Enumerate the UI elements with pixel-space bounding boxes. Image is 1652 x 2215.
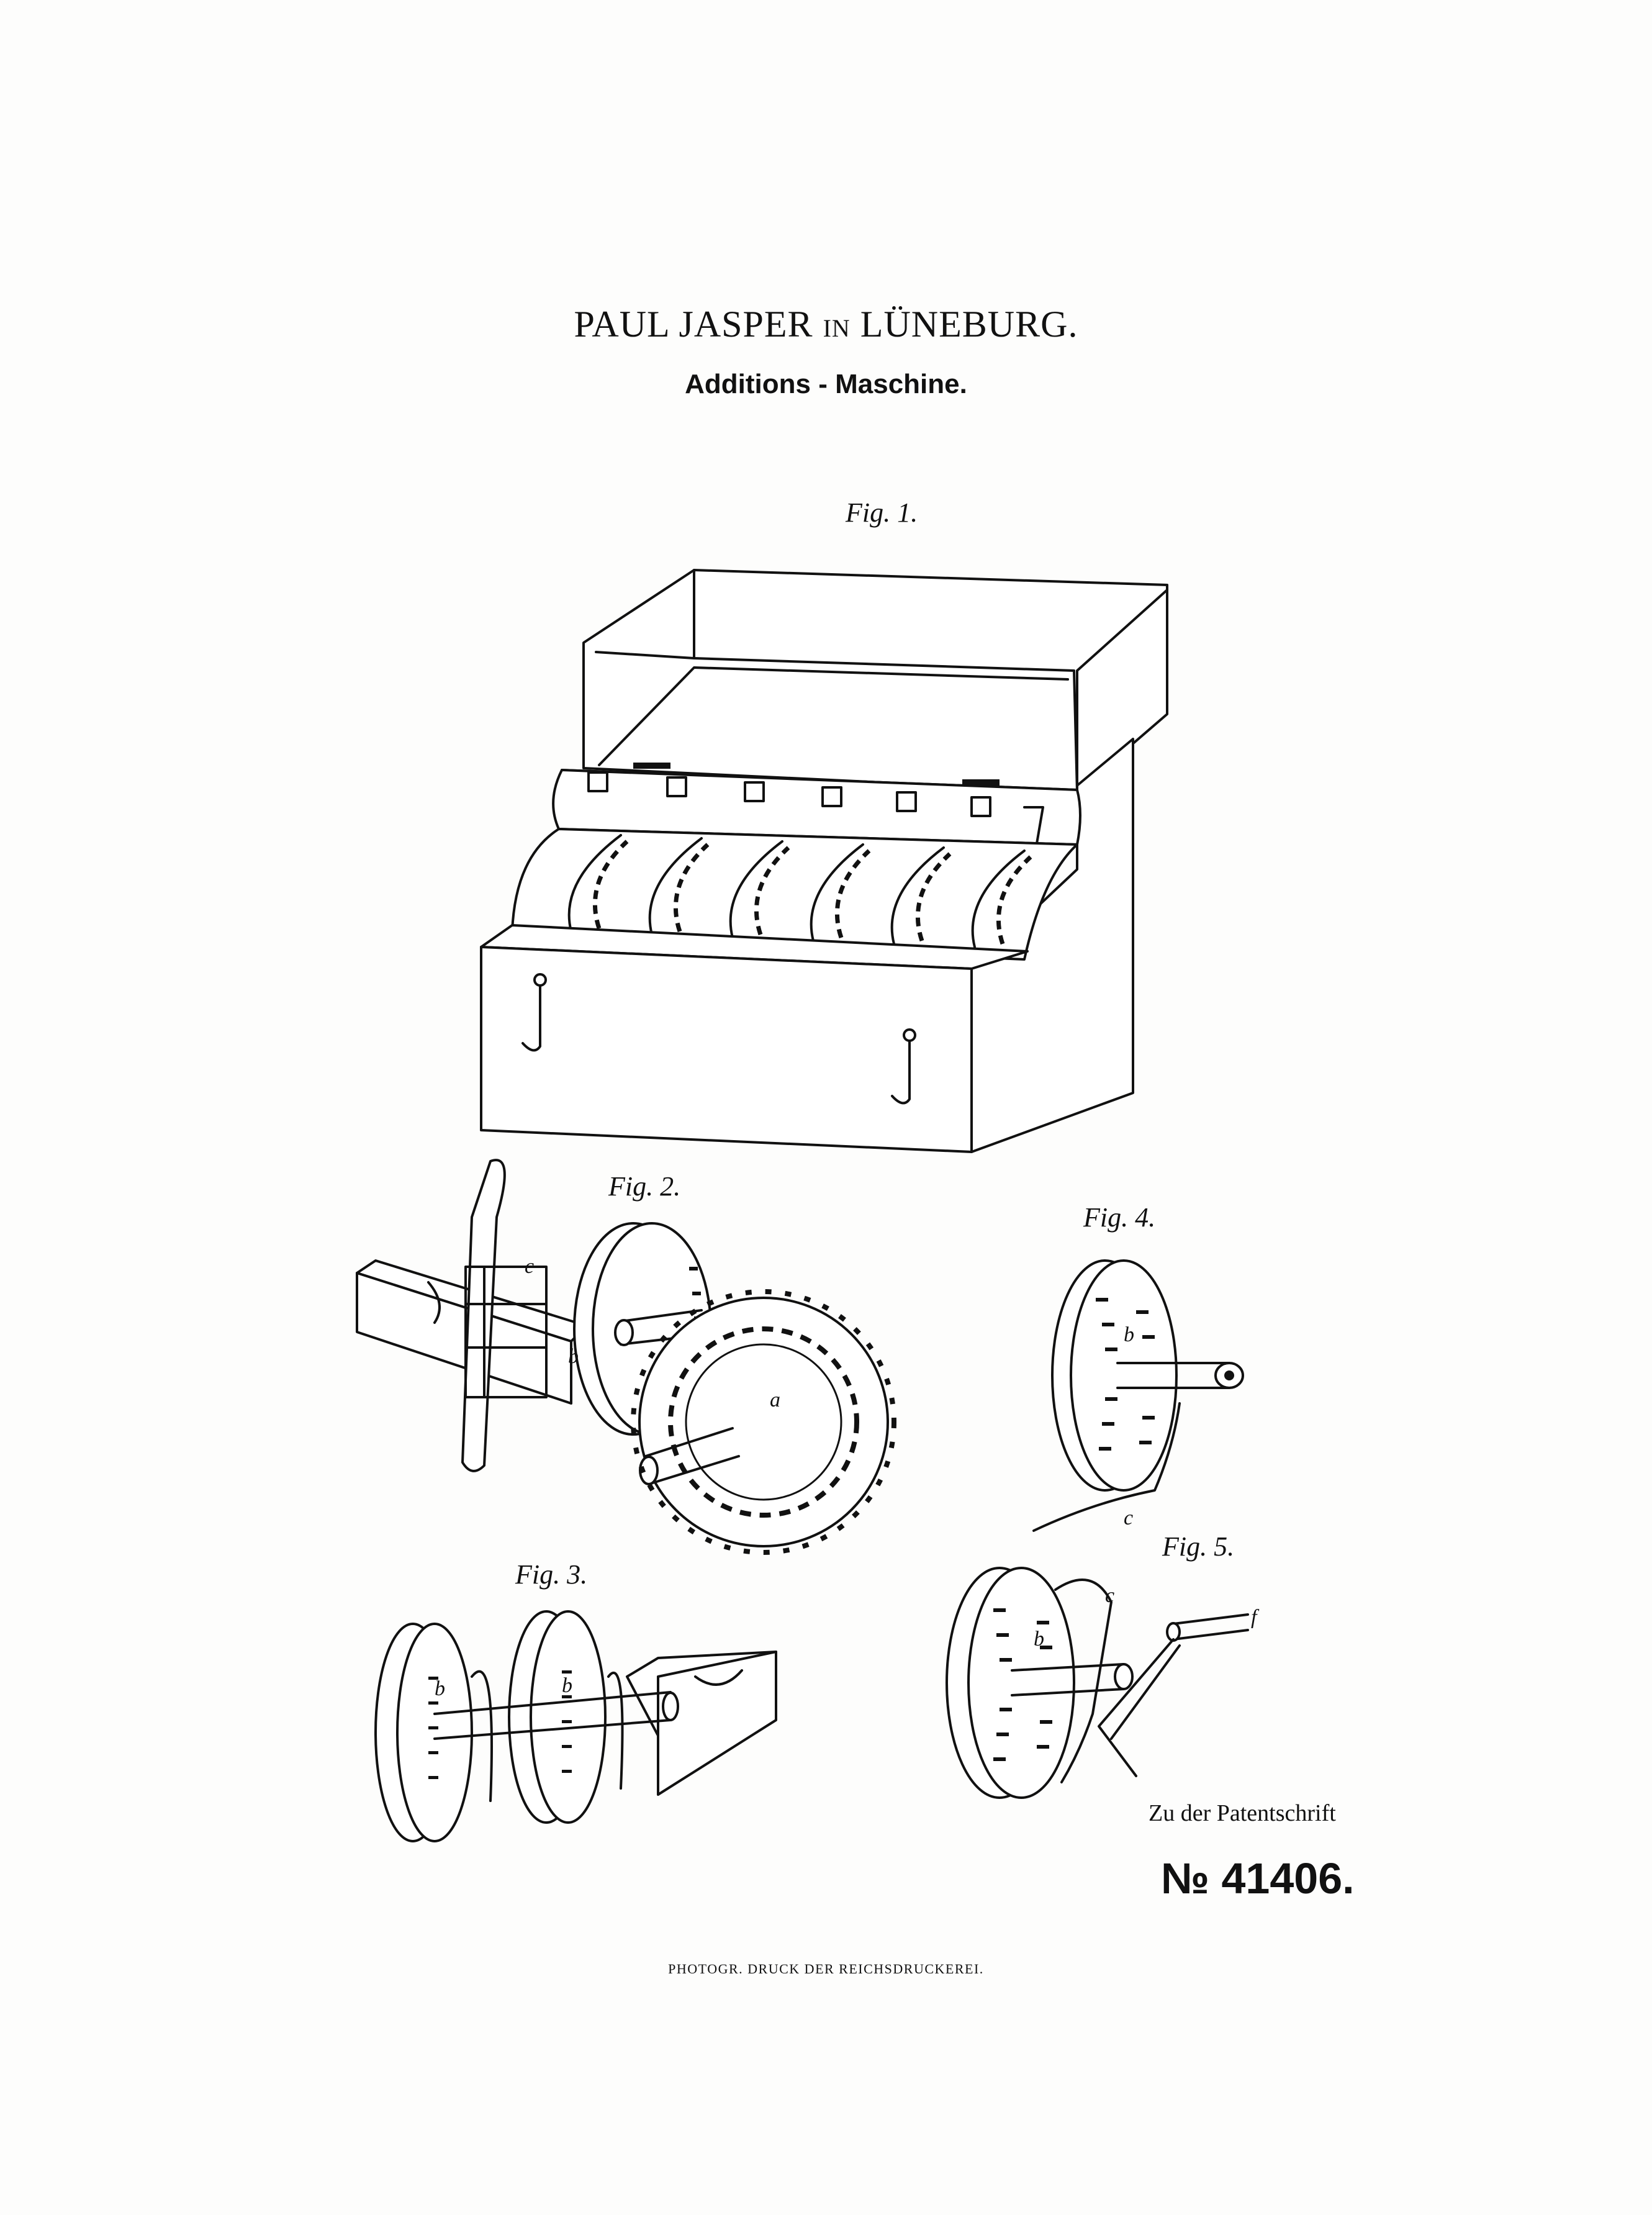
- fig5-drum: [946, 1567, 1249, 1799]
- fig5-annotation-c: c: [1105, 1584, 1114, 1607]
- fig2-ratchet-wheel-a: [638, 1297, 889, 1547]
- fig2-annotation-b: b: [568, 1345, 579, 1368]
- fig1-drum-housing: [511, 828, 1078, 961]
- fig2-mechanism: [356, 1159, 896, 1555]
- fig3-label: Fig. 3.: [515, 1559, 588, 1590]
- fig5-annotation-f: f: [1251, 1606, 1260, 1629]
- inventor-place: LÜNEBURG.: [860, 304, 1078, 345]
- printer-credit: PHOTOGR. DRUCK DER REICHSDRUCKEREI.: [668, 1961, 984, 1977]
- fig3-annotation-b-right: b: [562, 1674, 572, 1697]
- fig1-label: Fig. 1.: [846, 497, 918, 528]
- invention-title: Additions - Maschine.: [685, 369, 967, 399]
- figure-annotations: a b c b b b c b c f: [435, 1255, 1260, 1700]
- fig5-annotation-b: b: [1034, 1628, 1044, 1651]
- fig1-adding-machine: [480, 569, 1168, 1153]
- fig4-annotation-b: b: [1124, 1323, 1134, 1346]
- fig4-drum: [1032, 1259, 1244, 1532]
- fig1-box-front: [480, 946, 973, 1153]
- inventor-line: PAUL JASPER IN LÜNEBURG.: [0, 303, 1652, 346]
- fig5-label: Fig. 5.: [1162, 1531, 1235, 1562]
- fig1-box-handles: [521, 973, 916, 1105]
- inventor-connector: IN: [823, 314, 851, 342]
- fig2-annotation-c: c: [525, 1255, 534, 1278]
- fig1-counting-wheels: [567, 834, 1032, 965]
- fig1-number-windows: [587, 771, 1044, 852]
- fig1-open-lid: [582, 569, 1168, 793]
- inventor-name: PAUL JASPER: [574, 304, 813, 345]
- fig4-annotation-c: c: [1124, 1506, 1133, 1529]
- fig4-label: Fig. 4.: [1083, 1202, 1156, 1233]
- fig2-label: Fig. 2.: [608, 1171, 681, 1202]
- patent-number: № 41406.: [1161, 1854, 1355, 1903]
- fig3-annotation-b-left: b: [435, 1677, 445, 1700]
- fig3-drums: [374, 1610, 777, 1842]
- fig2-annotation-a: a: [770, 1388, 780, 1411]
- patent-reference: Zu der Patentschrift: [1149, 1800, 1336, 1826]
